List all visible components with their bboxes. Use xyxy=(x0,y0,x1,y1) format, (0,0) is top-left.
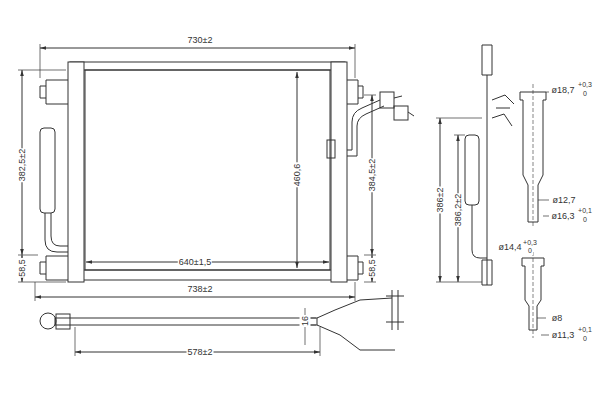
leader-line xyxy=(537,318,549,335)
dimension-label: 730±2 xyxy=(187,35,214,46)
drier-tube xyxy=(45,213,68,252)
dimension-label: ø11,3 xyxy=(551,330,575,341)
tolerance-label: 0 xyxy=(582,335,588,343)
outlet-pipe xyxy=(347,100,384,156)
dimension-label: 386,2±2 xyxy=(453,193,464,227)
end-fitting xyxy=(40,313,56,329)
tolerance-label: +0,1 xyxy=(577,207,593,215)
drier-tube xyxy=(472,205,487,258)
pipe-fitting xyxy=(394,106,408,120)
front-view xyxy=(18,44,414,301)
fitting-details xyxy=(520,84,549,338)
dimension-label: 460,6 xyxy=(292,163,303,188)
extension-line xyxy=(40,44,355,78)
outlet-pipe xyxy=(317,298,395,350)
leader-line xyxy=(538,92,549,216)
condenser-core xyxy=(85,70,330,270)
mount-bracket xyxy=(347,80,363,104)
tolerance-label: 0 xyxy=(582,90,588,98)
extension-line xyxy=(35,282,355,301)
dimension-label: ø12,7 xyxy=(551,195,576,206)
dimension-label: 382,5±2 xyxy=(17,148,28,182)
dimension-label: ø18,7 xyxy=(550,85,575,96)
tolerance-label: +0,1 xyxy=(577,326,593,334)
dimension-label: ø8 xyxy=(551,313,564,324)
dimension-label: 384,5±2 xyxy=(367,158,378,192)
mount-bracket xyxy=(347,256,363,280)
left-tank xyxy=(68,62,84,282)
dimension-label: 16 xyxy=(300,315,311,327)
dimension-label: 386±2 xyxy=(435,187,446,214)
condenser-bottom xyxy=(55,318,317,325)
tolerance-label: 0 xyxy=(527,247,533,255)
outlet-pipe xyxy=(492,95,514,126)
dimension-label: 58,5 xyxy=(367,258,378,278)
dimension-label: 640±1,5 xyxy=(178,257,212,268)
right-tank xyxy=(331,62,347,282)
tolerance-label: +0,3 xyxy=(522,239,538,247)
tolerance-label: 0 xyxy=(582,216,588,224)
center-line xyxy=(533,84,534,228)
dimension-line xyxy=(300,308,316,345)
bottom-view xyxy=(40,290,404,356)
dimension-label: ø16,3 xyxy=(550,211,575,222)
pipe-fitting xyxy=(380,92,394,108)
top-rail xyxy=(70,62,345,70)
pipe-connector xyxy=(327,140,335,158)
receiver-drier xyxy=(465,135,479,205)
dimension-line xyxy=(35,297,355,298)
outlet-pipe xyxy=(394,96,414,116)
mount-bracket xyxy=(40,80,68,104)
end-fitting xyxy=(56,314,70,329)
receiver-drier xyxy=(40,128,55,213)
side-profile xyxy=(482,45,492,285)
bottom-rail xyxy=(70,270,345,280)
mount-bracket xyxy=(40,256,68,280)
dimension-label: 58,5 xyxy=(17,258,28,278)
dimension-line xyxy=(40,48,355,49)
dimension-label: 578±2 xyxy=(187,347,214,358)
dimension-label: ø14,4 xyxy=(497,242,522,253)
dimension-label: 738±2 xyxy=(187,284,214,295)
tolerance-label: +0,3 xyxy=(577,81,593,89)
center-line xyxy=(533,252,534,338)
pipe-fitting xyxy=(386,290,404,330)
